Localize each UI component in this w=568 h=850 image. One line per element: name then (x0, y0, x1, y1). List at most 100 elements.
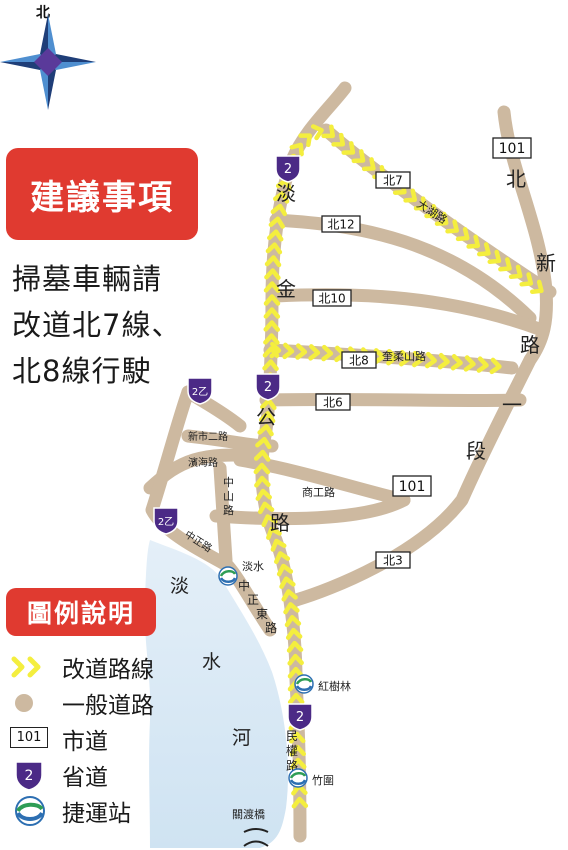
road-sign-bei8: 北8 (341, 351, 377, 369)
road-sign-city101_top: 101 (492, 137, 532, 159)
road-sign-city101_mid: 101 (392, 475, 432, 497)
mrt-station-hongshulin: 紅樹林 (294, 674, 351, 694)
chevron-mark (463, 355, 476, 372)
yellow-chevron-icon (10, 651, 54, 683)
chevron-mark (331, 132, 346, 147)
chevron-mark (321, 124, 336, 139)
provincial-shield-icon: 2 (10, 759, 54, 791)
chevron-mark (508, 264, 523, 280)
chevron-mark (270, 203, 287, 217)
mrt-station-icon (218, 566, 238, 586)
chevron-mark (321, 344, 334, 362)
legend-label-provincial: 省道 (62, 765, 108, 791)
shield-text: 2乙 (158, 516, 174, 528)
road-sign-bei6: 北6 (315, 393, 351, 411)
chevron-mark (519, 272, 534, 287)
road-sign-text: 101 (399, 479, 426, 495)
guandu-bridge-mark (243, 828, 269, 847)
chevron-mark (281, 589, 298, 602)
chevron-mark (373, 348, 386, 365)
street-label-zhongshan: 中山路 (223, 476, 234, 517)
chevron-mark (489, 357, 502, 375)
chevron-mark (413, 196, 428, 211)
provincial-shield-icon: 2 (275, 155, 301, 183)
chevron-mark (476, 356, 489, 373)
chevron-mark (424, 204, 438, 219)
chevron-mark (262, 359, 279, 371)
north-label: 北 (36, 5, 50, 21)
chevron-mark (412, 350, 424, 368)
beixin-char-3: 路 (520, 333, 540, 357)
jinshan-char-3: 公 (256, 405, 276, 429)
chevron-mark (273, 191, 290, 204)
mrt-station-zhuwei: 竹圍 (288, 768, 334, 788)
river-char-2: 水 (202, 651, 221, 673)
chevron-mark (263, 281, 281, 293)
chevron-mark (289, 142, 304, 157)
road-sign-text: 北3 (383, 553, 403, 567)
notice-line-3: 北8線行駛 (12, 354, 152, 388)
chevron-mark (386, 348, 399, 366)
chevron-mark (455, 226, 470, 242)
road-hwy2b (145, 385, 277, 637)
street-char: 山 (223, 490, 234, 503)
tamsui-river (144, 540, 289, 848)
chevron-mark (434, 211, 449, 226)
chevron-mark (291, 796, 309, 809)
chevron-mark (308, 344, 321, 361)
chevron-mark (263, 320, 280, 332)
provincial-shield-icon: 2乙 (187, 377, 213, 405)
chevron-mark (270, 538, 287, 552)
provincial-shield-text: 2 (25, 768, 34, 784)
chevron-mark (287, 692, 305, 705)
provincial-shield-icon: 2 (287, 703, 313, 731)
provincial-shield-icon: 2 (255, 373, 281, 401)
provincial-shield-icon: 2乙 (153, 507, 179, 535)
chevron-mark (263, 333, 280, 345)
legend-label-mrt: 捷運站 (62, 801, 131, 827)
beixin-char-2: 新 (536, 251, 556, 275)
mrt-station-icon (288, 768, 308, 788)
chevron-mark (310, 124, 324, 141)
legend-item-general-road: 一般道路 (10, 686, 154, 720)
road-bei6 (259, 392, 527, 408)
chevron-mark (466, 234, 481, 249)
road-sign-bei7: 北7 (375, 171, 411, 189)
chevron-mark (264, 255, 282, 268)
jinshan-char-2: 金 (276, 277, 296, 301)
chevron-mark (298, 133, 313, 148)
notice-title: 建議事項 (6, 148, 198, 240)
street-label-shanggong: 商工路 (302, 485, 335, 499)
mrt-station-icon (10, 795, 54, 827)
jinshan-char-4: 路 (270, 511, 290, 535)
beixin-char-4: 一 (502, 393, 522, 417)
river-char-1: 淡 (170, 575, 189, 597)
beixin-char-5: 段 (466, 439, 486, 463)
road-sign-text: 北6 (323, 395, 343, 409)
notice-line-1: 掃墓車輛請 (12, 262, 163, 296)
chevron-mark (258, 411, 276, 424)
city-road-sign-text: 101 (10, 727, 48, 748)
chevron-mark (253, 462, 271, 475)
chevron-mark (445, 219, 459, 234)
chevron-mark (351, 149, 366, 164)
chevron-mark (498, 257, 512, 272)
chevron-mark (477, 242, 491, 257)
reroute-bei7 (321, 124, 544, 294)
street-label-kueirou: 奎柔山路 (382, 349, 426, 363)
road-sign-text: 101 (499, 141, 526, 157)
chevron-mark (487, 249, 502, 265)
chevron-mark (290, 757, 307, 770)
mrt-station-icon (294, 674, 314, 694)
chevron-mark (284, 614, 302, 628)
chevron-mark (254, 475, 271, 488)
street-char: 正 (247, 593, 259, 607)
street-label-xinshi2: 新市二路 (188, 430, 228, 443)
street-label-guandu: 關渡橋 (232, 807, 265, 821)
chevron-mark (399, 349, 411, 367)
street-label-minquan: 民權路 (286, 729, 298, 773)
street-char: 中 (223, 476, 234, 489)
road-sign-text: 北8 (349, 353, 369, 367)
